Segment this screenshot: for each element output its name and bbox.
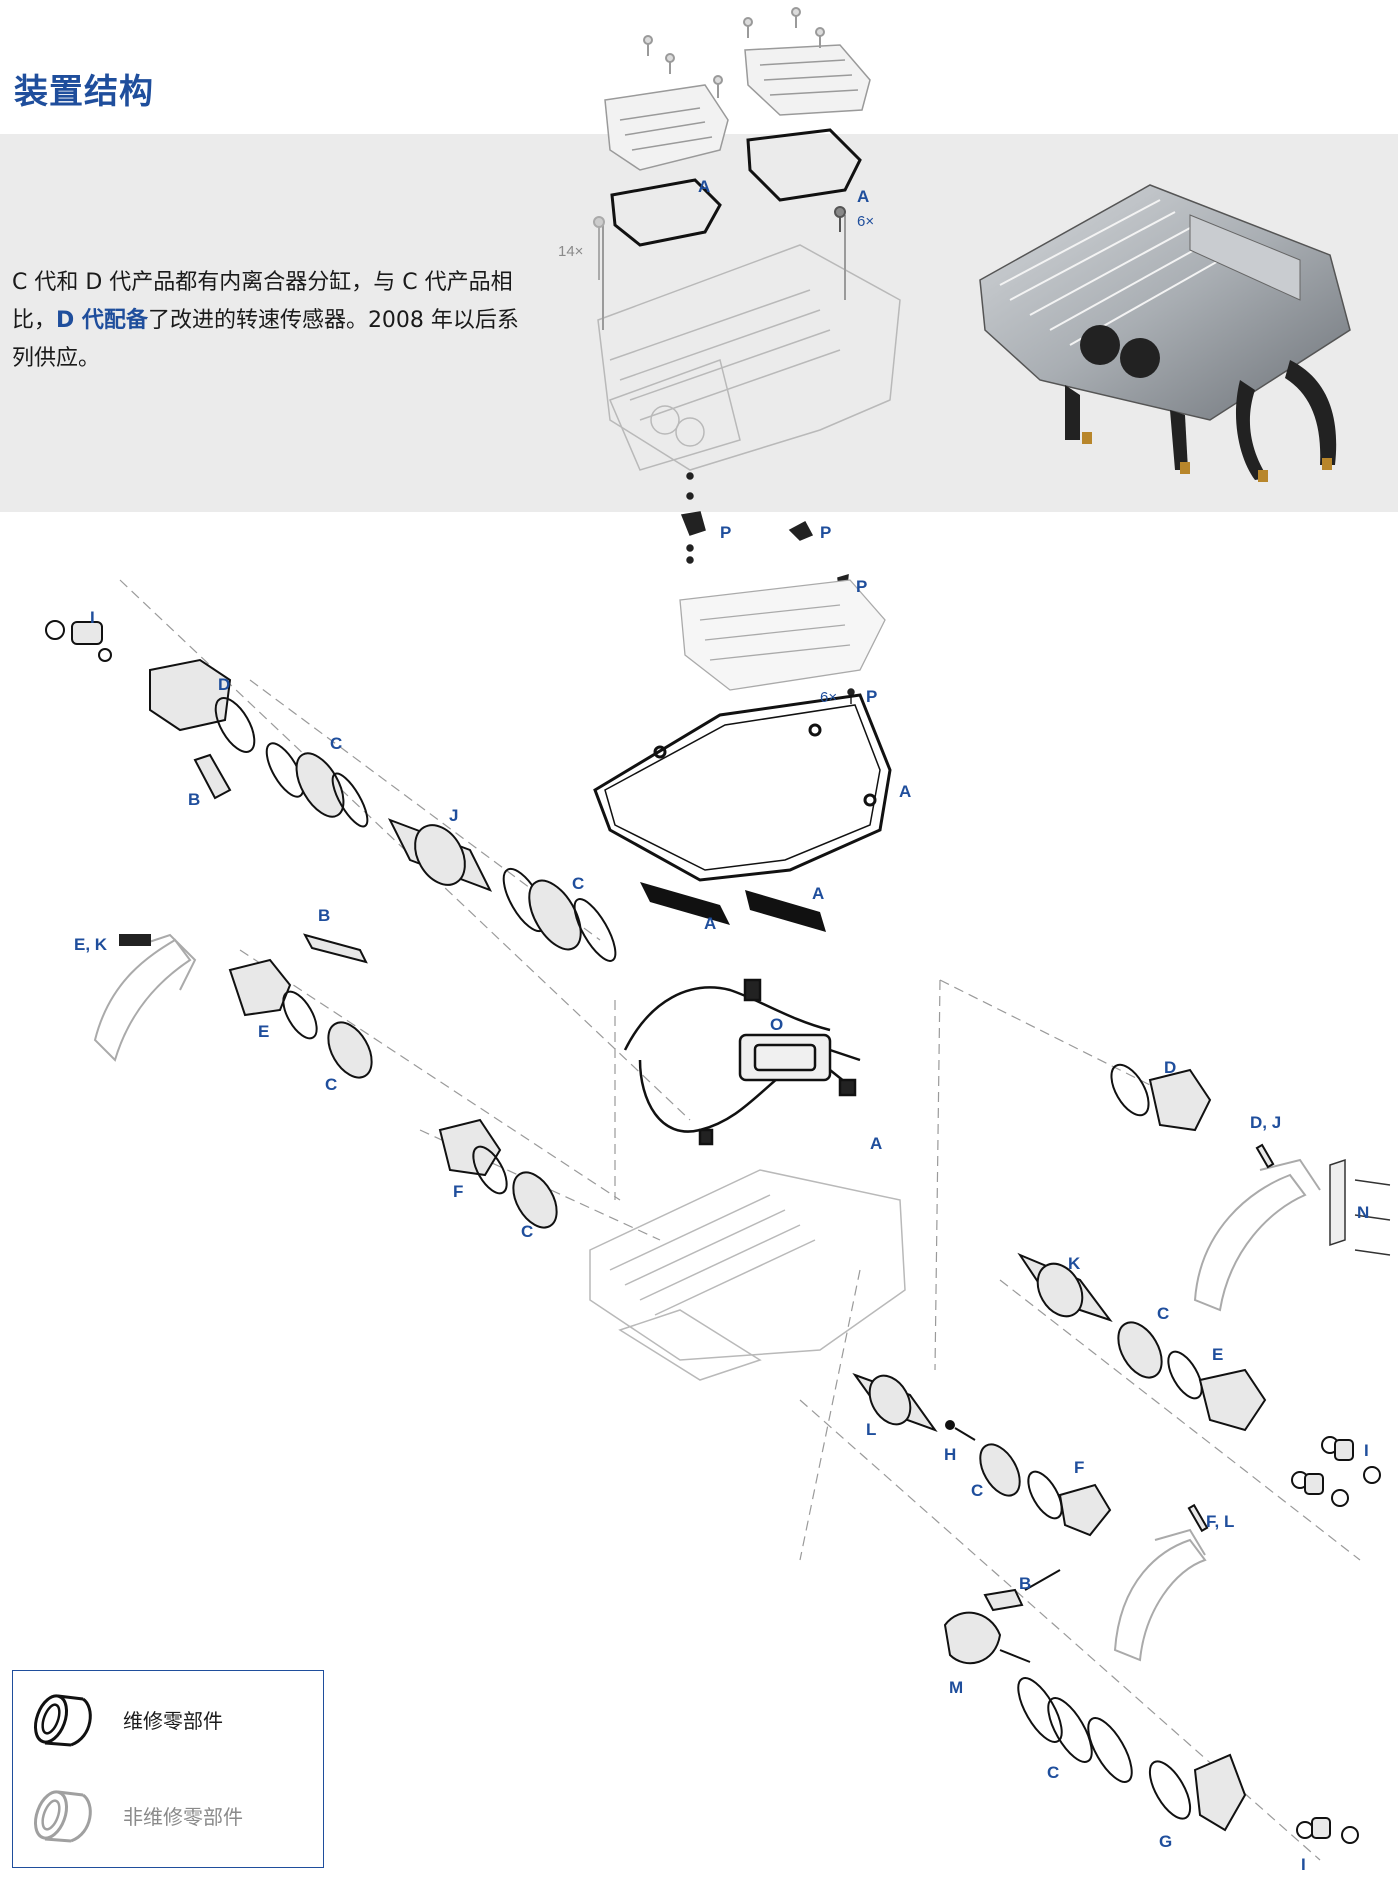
label-c-2: C xyxy=(572,874,584,893)
label-j: J xyxy=(449,806,458,825)
legend-non-serviceable-label: 非维修零部件 xyxy=(123,1805,243,1829)
label-d-left: D xyxy=(218,675,230,694)
label-p-2: P xyxy=(820,523,831,542)
label-i-left: I xyxy=(90,608,95,627)
label-p-4: P xyxy=(866,687,877,706)
non-serviceable-ring-icon xyxy=(33,1790,92,1843)
label-a-mid: A xyxy=(704,914,716,933)
legend-box: 维修零部件 非维修零部件 xyxy=(12,1670,324,1868)
label-p-3: P xyxy=(856,577,867,596)
top-cover-left xyxy=(604,84,729,171)
label-d-j: D, J xyxy=(1250,1113,1281,1132)
label-c-5: C xyxy=(1157,1304,1169,1323)
label-i-bottom: I xyxy=(1301,1855,1306,1874)
label-c-7: C xyxy=(1047,1763,1059,1782)
label-e-left: E xyxy=(258,1022,269,1041)
label-b-3: B xyxy=(1019,1574,1031,1593)
shift-fork-left xyxy=(93,933,197,1062)
right-shaft-assembly xyxy=(852,1063,1381,1844)
label-l: L xyxy=(866,1420,876,1439)
label-a-small: A xyxy=(870,1134,882,1153)
product-photo xyxy=(979,184,1351,482)
serviceable-ring-icon xyxy=(33,1694,92,1747)
label-e-k: E, K xyxy=(74,935,108,954)
label-c-4: C xyxy=(521,1222,533,1241)
label-i-right: I xyxy=(1364,1441,1369,1460)
upper-housing xyxy=(597,215,901,471)
label-b-1: B xyxy=(188,790,200,809)
label-a-top-1: A xyxy=(698,177,710,196)
bolt-a-icon xyxy=(834,206,846,232)
label-f-l: F, L xyxy=(1206,1512,1234,1531)
page-title: 装置结构 xyxy=(14,72,154,112)
legend-serviceable-label: 维修零部件 xyxy=(123,1709,223,1733)
label-a-right: A xyxy=(812,884,824,903)
top-gaskets xyxy=(610,128,862,247)
gasket-a xyxy=(593,693,892,882)
intro-text: C 代和 D 代产品都有内离合器分缸，与 C 代产品相比，D 代配备了改进的转速… xyxy=(12,264,532,378)
label-qty-6x-p: 6× xyxy=(820,689,837,706)
label-h: H xyxy=(944,1445,956,1464)
label-k: K xyxy=(1068,1254,1081,1273)
label-c-1: C xyxy=(330,734,342,753)
guide-plate xyxy=(679,579,886,691)
label-e-right: E xyxy=(1212,1345,1223,1364)
label-c-6: C xyxy=(971,1481,983,1500)
intro-text-part2: 了改进的转速传感器。2008 年以后系列供应。 xyxy=(12,308,519,371)
label-g: G xyxy=(1159,1832,1172,1851)
intro-text-highlight: D 代配备 xyxy=(56,308,148,333)
label-o: O xyxy=(770,1015,783,1034)
shift-fork-right xyxy=(1113,1158,1321,1662)
label-f-left: F xyxy=(453,1182,463,1201)
intro-text-part1: C 代和 D 代产品都有内离合器分缸，与 C 代产品相比， xyxy=(12,270,513,333)
label-m: M xyxy=(949,1678,963,1697)
label-qty-6x: 6× xyxy=(857,213,874,230)
label-p-1: P xyxy=(720,523,731,542)
wiring-harness xyxy=(623,978,861,1146)
bar-n xyxy=(1329,1158,1391,1256)
label-c-3: C xyxy=(325,1075,337,1094)
label-a-gasket: A xyxy=(899,782,911,801)
bolt-14x-icon xyxy=(593,216,605,280)
label-n: N xyxy=(1357,1203,1369,1222)
gasket-pieces xyxy=(640,882,826,932)
legend-row-serviceable: 维修零部件 xyxy=(13,1679,323,1759)
lower-housing xyxy=(589,1169,906,1381)
part-labels: A A 6× 14× P P P 6× P I D C B J A C A B … xyxy=(74,177,1369,1874)
top-cover-right xyxy=(744,44,871,116)
label-d-right: D xyxy=(1164,1058,1176,1077)
left-shaft-assembly xyxy=(45,620,617,1229)
label-qty-14x: 14× xyxy=(558,243,583,260)
label-b-2: B xyxy=(318,906,330,925)
label-f-right: F xyxy=(1074,1458,1084,1477)
label-a-top-2: A xyxy=(857,187,869,206)
legend-row-non-serviceable: 非维修零部件 xyxy=(13,1775,323,1855)
top-bolts xyxy=(643,7,825,98)
